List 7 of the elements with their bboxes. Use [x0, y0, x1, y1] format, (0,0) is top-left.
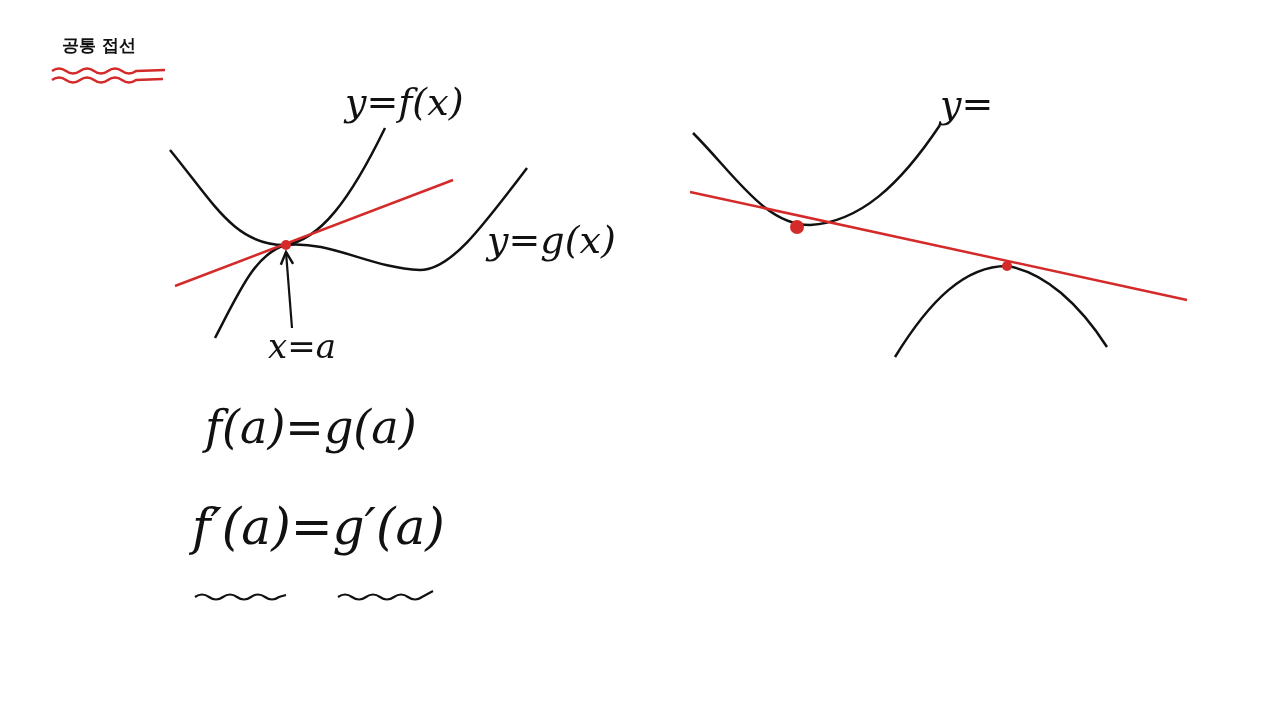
tangent-point — [281, 240, 291, 250]
curve-label: y=g(x) — [487, 220, 616, 262]
curve-label: y=f(x) — [345, 82, 464, 124]
point-label: x=a — [268, 328, 336, 366]
curve-label: y= — [940, 84, 994, 126]
title: 공통 접선 — [62, 34, 136, 57]
arrow — [279, 250, 295, 329]
